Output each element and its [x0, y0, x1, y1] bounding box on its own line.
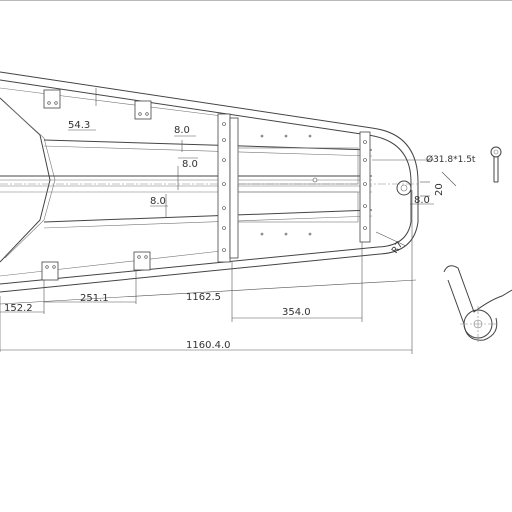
rack-plate-right [359, 131, 371, 243]
dim-pipe-spec: Ø31.8*1.5t [426, 154, 476, 165]
dim-lines [0, 88, 457, 354]
mount-tab-2 [134, 100, 152, 120]
mount-tab-1 [43, 89, 61, 109]
mount-tab-4 [133, 251, 151, 271]
dim-8-0-b: 8.0 [182, 159, 198, 170]
dim-354-0: 354.0 [282, 307, 311, 318]
dim-251-1: 251.1 [80, 293, 109, 304]
dim-r7: R7 [390, 240, 405, 256]
pin-detail [490, 146, 502, 183]
frame-outline [0, 71, 419, 293]
dim-1162-5: 1162.5 [186, 292, 221, 303]
dim-8-0-a: 8.0 [174, 125, 190, 136]
rack-plate-left [217, 113, 231, 263]
dim-1160-4: 1160.4.0 [186, 340, 231, 351]
bolt-dots [260, 134, 318, 236]
tube-end-eye [396, 180, 412, 196]
dim-54-3: 54.3 [68, 120, 90, 131]
rack-plate-mid [229, 117, 359, 259]
inner-members [0, 97, 373, 263]
dim-152-2: 152.2 [4, 303, 33, 314]
dim-8-0-d: 8.0 [414, 195, 430, 206]
mount-tab-3 [41, 261, 59, 281]
dim-20: 20 [434, 183, 445, 196]
side-view-detail [443, 265, 512, 342]
dim-8-0-c: 8.0 [150, 196, 166, 207]
